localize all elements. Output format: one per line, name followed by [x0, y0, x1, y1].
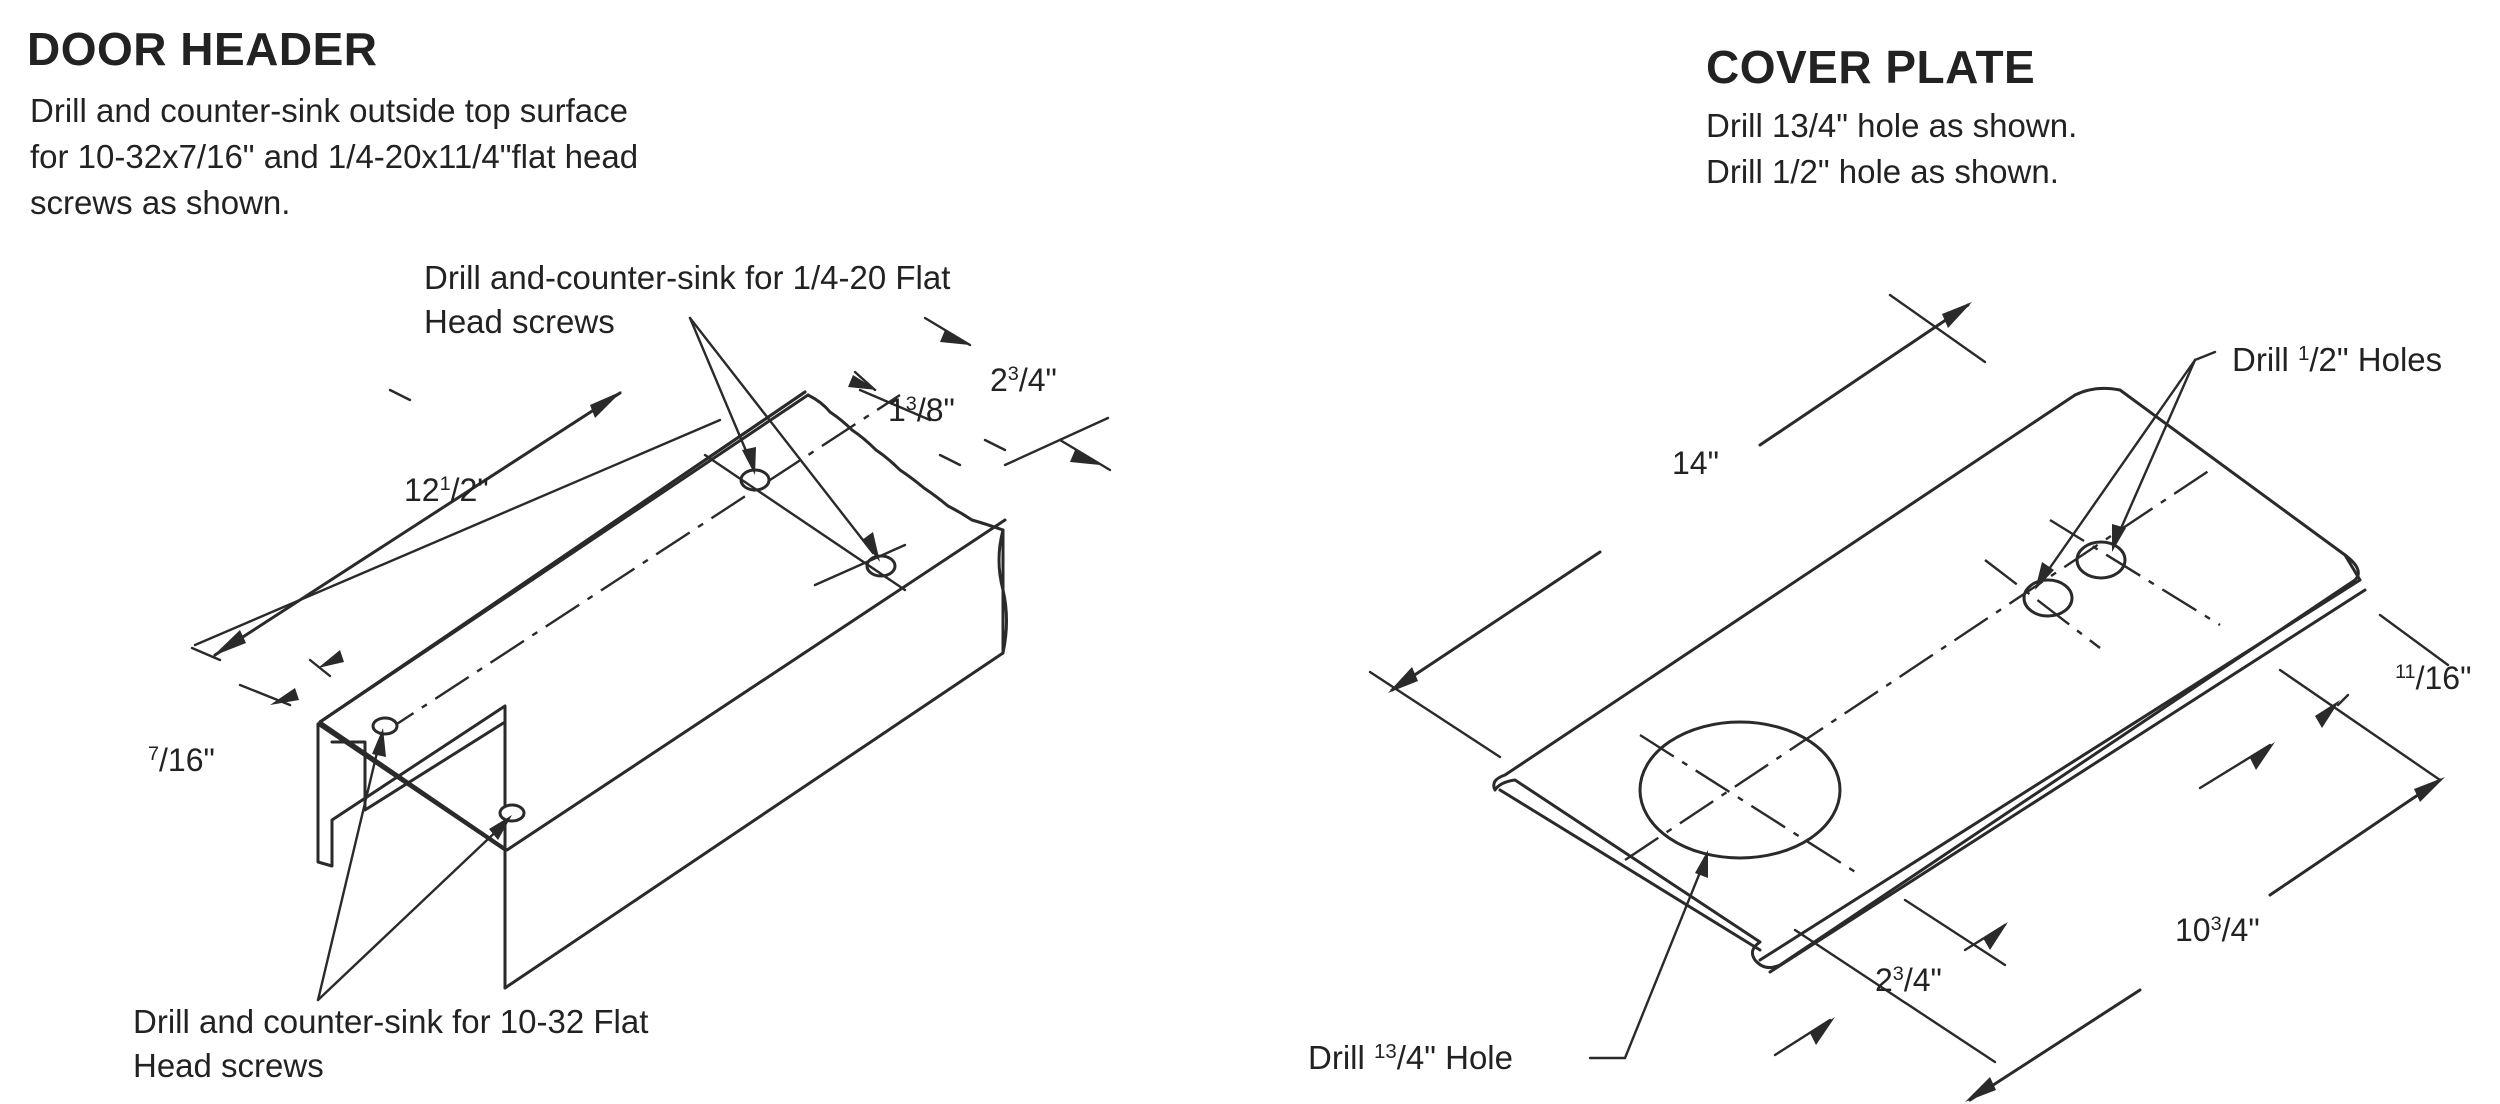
door-header-instructions: Drill and counter-sink outside top surfa… [30, 88, 638, 226]
label-large-hole: Drill 13/4" Hole [1308, 1039, 1513, 1076]
callout-line: Drill and counter-sink for 10-32 Flat [133, 1003, 649, 1040]
instruction-line: Drill 13/4" hole as shown. [1706, 107, 2078, 144]
small-hole-2 [2075, 540, 2127, 580]
instruction-line: Drill 1/2" hole as shown. [1706, 153, 2059, 190]
large-hole [1638, 720, 1842, 860]
callout-line: Head screws [424, 303, 615, 340]
dim-7-16: 7/16" [148, 742, 215, 778]
instruction-line: for 10-32x7/16" and 1/4-20x11/4"flat hea… [30, 138, 639, 175]
callout-quarter-20-screws: Drill and-counter-sink for 1/4-20 Flat H… [424, 256, 950, 344]
cover-plate-drawing [1368, 293, 2450, 1102]
callout-10-32-screws: Drill and counter-sink for 10-32 Flat He… [133, 1000, 648, 1088]
dim-10-3-4: 103/4" [2175, 912, 2260, 948]
dim-2-3-4-plate: 23/4" [1875, 962, 1942, 998]
dim-12-1-2: 121/2" [404, 472, 489, 508]
door-header-title: DOOR HEADER [27, 23, 378, 75]
screw-hole-2 [498, 803, 526, 823]
door-header-drawing [190, 316, 1112, 1002]
instruction-line: Drill and counter-sink outside top surfa… [30, 92, 628, 129]
instruction-line: screws as shown. [30, 184, 291, 221]
callout-line: Head screws [133, 1047, 324, 1084]
dim-14: 14" [1672, 445, 1719, 481]
dim-1-3-8: 13/8" [888, 392, 955, 428]
screw-hole-1 [371, 716, 399, 736]
dim-2-3-4-header: 23/4" [990, 362, 1057, 398]
label-half-inch-holes: Drill 1/2" Holes [2232, 341, 2443, 378]
callout-line: Drill and-counter-sink for 1/4-20 Flat [424, 259, 951, 296]
cover-plate-title: COVER PLATE [1706, 41, 2036, 93]
cover-plate-instructions: Drill 13/4" hole as shown. Drill 1/2" ho… [1706, 103, 2077, 195]
dim-11-16: 11/16" [2395, 660, 2472, 696]
small-hole-1 [2022, 578, 2074, 618]
